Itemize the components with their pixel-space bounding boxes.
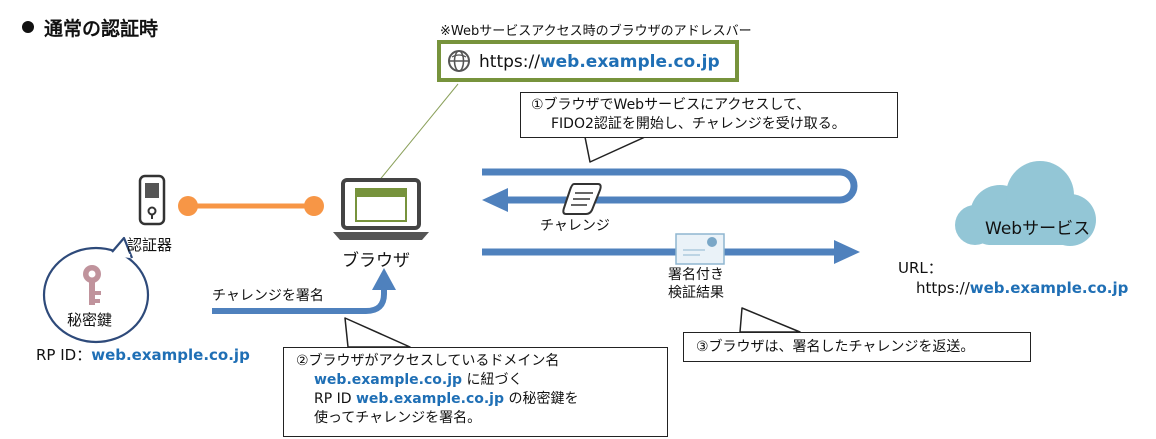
url-domain: web.example.co.jp [539, 52, 720, 72]
signed-result-label: 署名付き 検証結果 [668, 266, 724, 302]
signed-result-arrow [482, 240, 860, 264]
service-url-label: URL： [898, 259, 943, 277]
step1-line2: FIDO2認証を開始し、チャレンジを受け取る。 [551, 116, 846, 132]
service-url: https://web.example.co.jp [898, 278, 1128, 298]
web-service-cloud [955, 161, 1096, 246]
browser-label: ブラウザ [342, 251, 410, 271]
step1-callout-pointer [584, 136, 646, 163]
challenge-return-arrow [482, 168, 858, 212]
step2-callout-pointer [344, 317, 411, 348]
address-bar-leader-line [377, 83, 459, 183]
step2-line2: web.example.co.jp に紐づく [296, 371, 655, 390]
step2-domain-2: web.example.co.jp [355, 391, 505, 407]
rp-id-prefix: RP ID： [36, 346, 92, 364]
authenticator-browser-connector [178, 196, 324, 216]
challenge-scroll-icon [562, 183, 602, 215]
service-url-domain: web.example.co.jp [969, 279, 1129, 297]
private-key-label: 秘密鍵 [67, 311, 113, 329]
step2-line3: RP ID web.example.co.jp の秘密鍵を [296, 390, 655, 409]
certificate-icon [675, 233, 725, 265]
sign-challenge-arrow [212, 268, 396, 314]
address-bar-url: https://web.example.co.jp [479, 52, 720, 72]
step2-line3-text: の秘密鍵を [504, 391, 579, 407]
laptop-browser-icon [333, 178, 429, 240]
url-prefix: https:// [479, 52, 540, 72]
title-text: 通常の認証時 [44, 18, 159, 40]
step3-callout: ③ブラウザは、署名したチャレンジを返送。 [683, 332, 1031, 362]
service-url-prefix: https:// [916, 279, 970, 297]
globe-icon [448, 50, 470, 72]
section-title: 通常の認証時 [22, 14, 158, 41]
signed-result-line1: 署名付き [668, 267, 724, 283]
step2-line4: 使ってチャレンジを署名。 [314, 410, 482, 426]
authenticator-label: 認証器 [127, 236, 173, 254]
bullet-icon [22, 21, 34, 33]
step2-line3-prefix: RP ID [314, 391, 356, 407]
key-icon [83, 265, 101, 305]
address-bar: https://web.example.co.jp [437, 40, 739, 82]
step1-callout: ①ブラウザでWebサービスにアクセスして、 FIDO2認証を開始し、チャレンジを… [520, 92, 898, 138]
step3-callout-pointer [739, 307, 801, 333]
step3-text: ③ブラウザは、署名したチャレンジを返送。 [696, 339, 975, 355]
signed-result-line2: 検証結果 [668, 285, 724, 301]
sign-challenge-label: チャレンジを署名 [212, 288, 324, 304]
step2-domain-1: web.example.co.jp [314, 372, 463, 388]
web-service-label: Webサービス [985, 219, 1091, 239]
step2-callout: ②ブラウザがアクセスしているドメイン名 web.example.co.jp に紐… [283, 347, 668, 437]
step2-line2-text: に紐づく [462, 372, 523, 388]
address-bar-note: ※Webサービスアクセス時のブラウザのアドレスバー [440, 24, 752, 39]
service-url-block: URL： https://web.example.co.jp [898, 258, 1128, 298]
rp-id-domain: web.example.co.jp [91, 346, 250, 364]
step1-line1: ①ブラウザでWebサービスにアクセスして、 [531, 97, 811, 113]
authenticator-device-icon [138, 174, 166, 226]
challenge-label: チャレンジ [540, 218, 610, 234]
rp-id-label: RP ID：web.example.co.jp [36, 344, 250, 365]
step2-line1: ②ブラウザがアクセスしているドメイン名 [296, 353, 560, 369]
